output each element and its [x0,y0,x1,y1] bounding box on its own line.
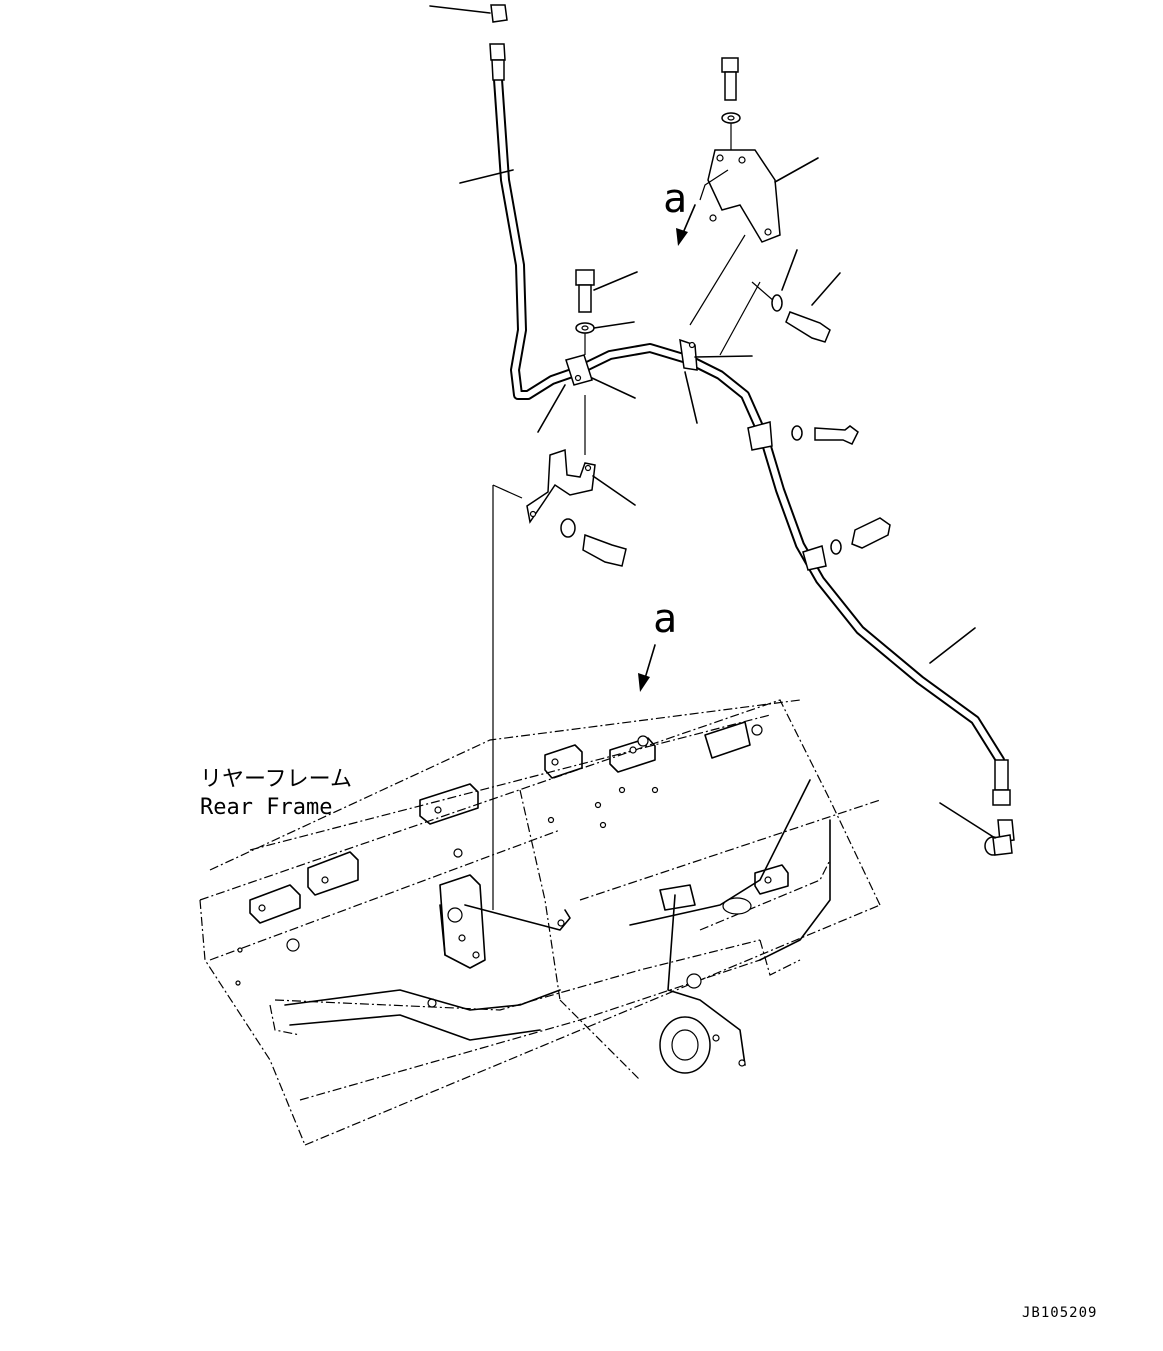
upper-hose-fitting [429,4,508,81]
view-arrow-lower: a [638,596,677,692]
upper-bracket-assembly [689,57,841,356]
frame-boss [284,779,831,1074]
frame-label-en: Rear Frame [200,795,332,820]
view-arrow-upper: a [663,176,696,246]
frame-mount-blocks [235,721,789,1008]
view-marker-upper: a [663,176,687,222]
lower-hose-fitting [939,759,1015,856]
rear-frame-outline [199,699,881,1146]
side-bolts [791,425,891,555]
middle-bolt [575,269,638,355]
frame-label-jp: リヤーフレーム [200,767,352,792]
hose-clamps [459,169,976,664]
view-marker-lower: a [653,596,677,642]
small-bracket [492,395,636,567]
frame-side-bracket [439,874,571,969]
drawing-code: JB105209 [1022,1305,1097,1321]
